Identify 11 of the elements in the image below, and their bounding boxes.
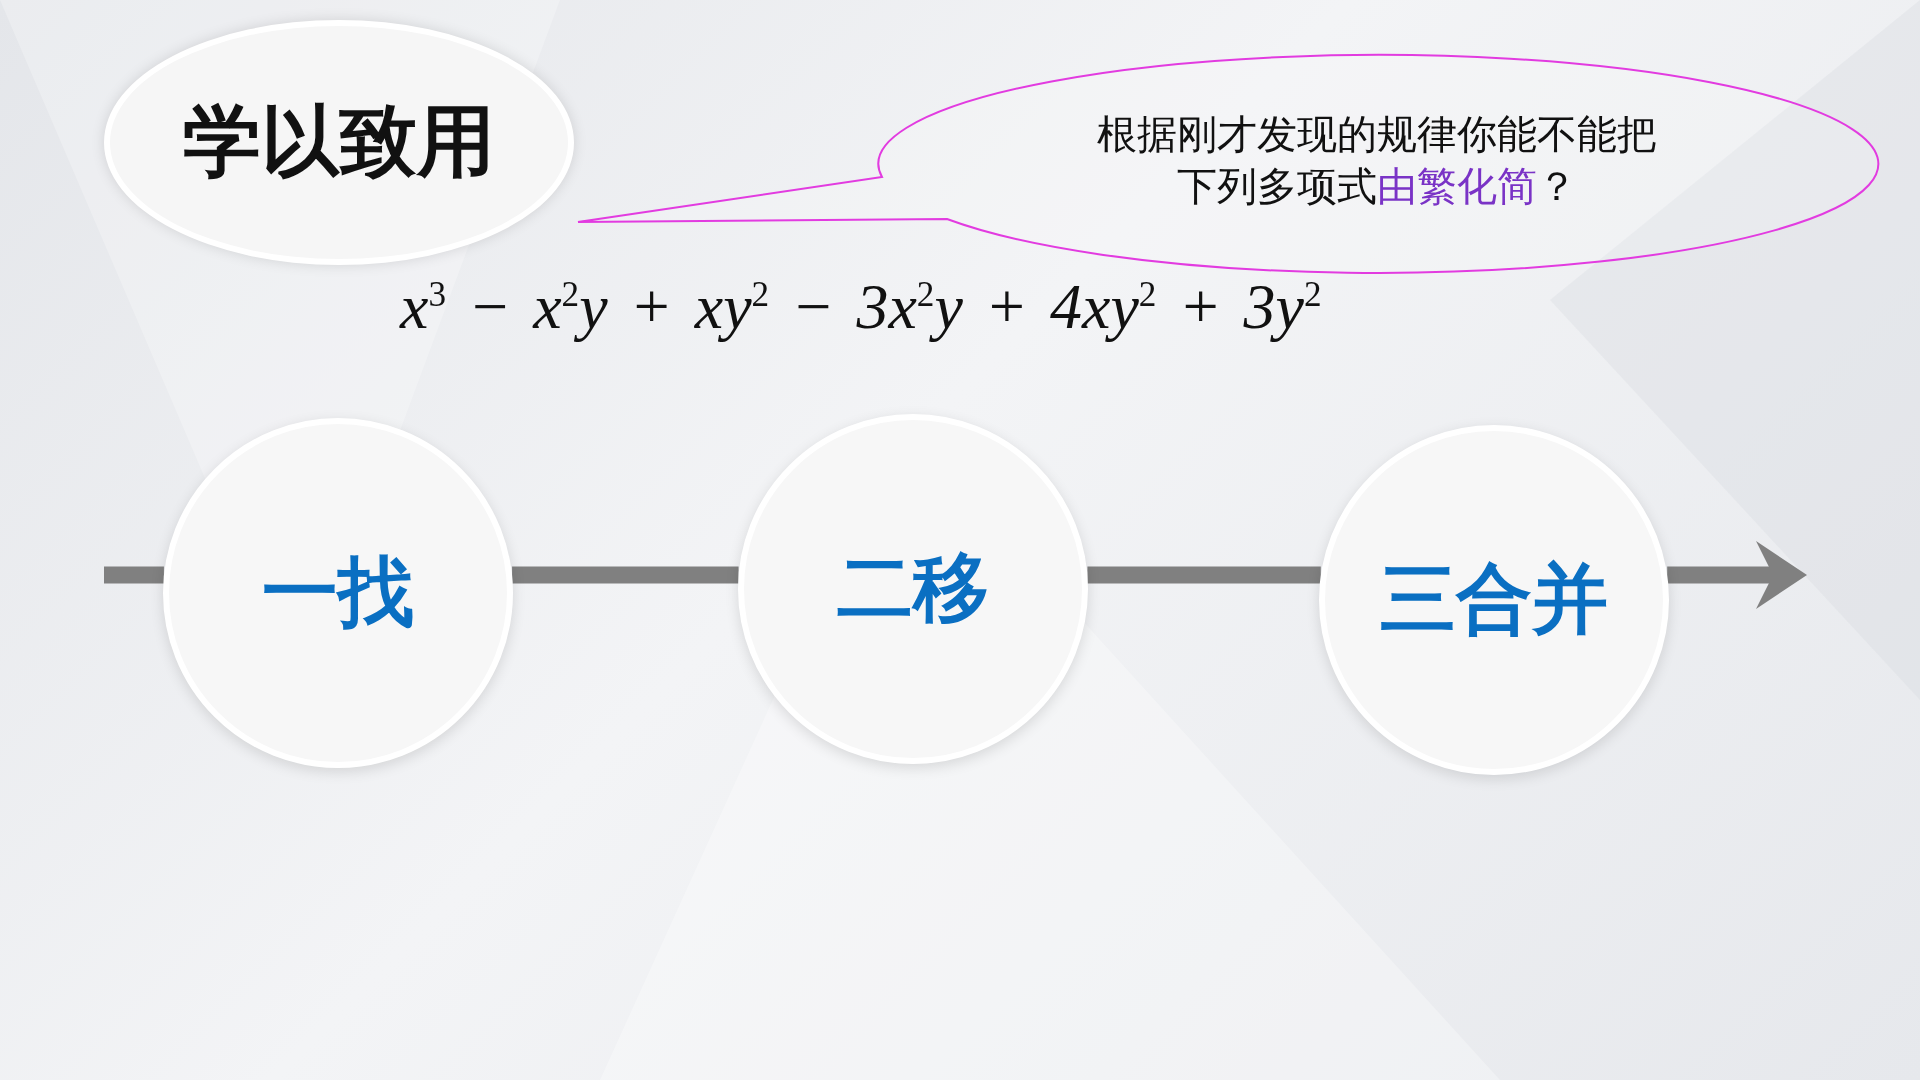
connector-line [512, 566, 739, 584]
question-text: 根据刚才发现的规律你能不能把下列多项式由繁化简？ [1096, 110, 1658, 211]
speech-bubble [577, 53, 1879, 274]
step-label: 一找 [262, 545, 414, 638]
polynomial-expression: x$^{3}$ − x$^{2}$y + xy$^{2}$ − 3x$^{2}$y + 4xy$^{2}$ + 3y$^{2}$ [400, 270, 1322, 344]
step-label: 二移 [837, 541, 989, 634]
title-text: 学以致用 [183, 95, 495, 188]
connector-line [1087, 566, 1321, 584]
connector-line [104, 566, 164, 584]
arrow [1667, 541, 1807, 609]
step-label: 三合并 [1380, 552, 1608, 645]
